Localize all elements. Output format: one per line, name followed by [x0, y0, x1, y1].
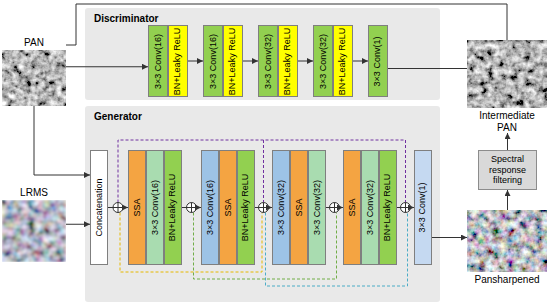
discriminator-panel: 3×3 Conv(16) BN+Leaky ReLU 3×3 Conv(16) BN+…	[85, 8, 440, 100]
box-label: Spectral response filtering	[481, 154, 534, 185]
panel-title: Discriminator	[94, 13, 158, 24]
layer-label: BN+Leaky ReLU	[169, 174, 178, 241]
conv-layer: 3×3 Conv(32)	[258, 25, 278, 97]
bn-lrelu-layer: BN+Leaky ReLU	[168, 25, 188, 97]
conv-layer: 3×3 Conv(1)	[368, 25, 388, 97]
layer-label: 3×3 Conv(16)	[151, 180, 160, 235]
bn-lrelu-layer: BN+Leaky ReLU	[237, 150, 255, 265]
pansharpened-picture	[467, 210, 547, 272]
conv-layer: 3×3 Conv(32)	[308, 150, 326, 265]
layer-label: BN+Leaky ReLU	[174, 27, 183, 94]
generator-panel: Concatenation SSA 3×3 Conv(16) BN+Leaky ReL…	[85, 106, 440, 302]
layer-label: 3×3 Conv(32)	[313, 180, 322, 235]
layer-label: BN+Leaky ReLU	[384, 174, 393, 241]
ssa-layer: SSA	[128, 150, 146, 265]
bn-lrelu-layer: BN+Leaky ReLU	[379, 150, 397, 265]
layer-label: 3×3 Conv(16)	[206, 180, 215, 235]
concat-layer: Concatenation	[90, 150, 108, 265]
layer-label: BN+Leaky ReLU	[242, 174, 251, 241]
conv-layer: 3×3 Conv(32)	[361, 150, 379, 265]
image-label: Intermediate PAN	[474, 110, 540, 133]
conv-layer: 3×3 Conv(16)	[148, 25, 168, 97]
layer-label: BN+Leaky ReLU	[284, 27, 293, 94]
layer-label: SSA	[133, 198, 142, 216]
connector	[507, 133, 508, 150]
image-label: LRMS	[2, 187, 66, 199]
panel-fill	[85, 106, 440, 302]
layer-label: 3×3 Conv(1)	[419, 183, 428, 233]
layer-label: Concatenation	[95, 178, 104, 236]
conv-layer: 3×3 Conv(16)	[146, 150, 164, 265]
bn-lrelu-layer: BN+Leaky ReLU	[223, 25, 243, 97]
bn-lrelu-layer: BN+Leaky ReLU	[164, 150, 182, 265]
conv-layer: 3×3 Conv(32)	[272, 150, 290, 265]
connector	[243, 61, 258, 62]
layer-label: SSA	[224, 198, 233, 216]
connector	[507, 190, 508, 210]
layer-label: SSA	[295, 198, 304, 216]
ssa-layer: SSA	[290, 150, 308, 265]
bn-lrelu-layer: BN+Leaky ReLU	[333, 25, 353, 97]
connector	[66, 66, 148, 67]
layer-label: SSA	[348, 198, 357, 216]
pan-image: PAN	[2, 37, 66, 107]
conv-layer: 3×3 Conv(16)	[201, 150, 219, 265]
layer-label: 3×3 Conv(32)	[264, 34, 273, 89]
layer-label: 3×3 Conv(1)	[374, 36, 383, 86]
layer-label: 3×3 Conv(32)	[366, 180, 375, 235]
lrms-picture	[2, 200, 66, 262]
connector	[108, 207, 128, 208]
pansharpened-image: Pansharpened	[467, 210, 547, 286]
ssa-layer: SSA	[343, 150, 361, 265]
lrms-image: LRMS	[2, 187, 66, 263]
connector	[298, 61, 313, 62]
conv-layer: 3×3 Conv(32)	[313, 25, 333, 97]
image-label: PAN	[2, 37, 66, 49]
pan-picture	[2, 50, 66, 106]
connector	[397, 207, 414, 208]
connector	[388, 68, 467, 69]
connector	[188, 61, 203, 62]
layer-label: BN+Leaky ReLU	[229, 27, 238, 94]
layer-label: 3×3 Conv(16)	[154, 34, 163, 89]
layer-label: 3×3 Conv(32)	[277, 180, 286, 235]
connector	[182, 207, 201, 208]
connector	[326, 207, 343, 208]
ssa-layer: SSA	[219, 150, 237, 265]
connector	[66, 224, 90, 225]
panel-fills	[85, 8, 440, 302]
bn-lrelu-layer: BN+Leaky ReLU	[278, 25, 298, 97]
panel-title: Generator	[94, 111, 142, 122]
layer-label: BN+Leaky ReLU	[339, 27, 348, 94]
conv-layer: 3×3 Conv(1)	[414, 150, 432, 265]
panel-fill	[85, 8, 440, 100]
connector	[34, 106, 90, 175]
image-label: Pansharpened	[467, 274, 547, 286]
filter-box: Spectral response filtering	[478, 150, 537, 190]
layer-label: 3×3 Conv(16)	[209, 34, 218, 89]
dense-links	[118, 140, 408, 286]
conv-layer: 3×3 Conv(16)	[203, 25, 223, 97]
connector	[432, 237, 467, 238]
connector	[255, 207, 272, 208]
connector	[353, 61, 368, 62]
intermediate-picture	[467, 40, 547, 108]
intermediate-pan-image: Intermediate PAN	[467, 40, 547, 133]
layer-label: 3×3 Conv(32)	[319, 34, 328, 89]
